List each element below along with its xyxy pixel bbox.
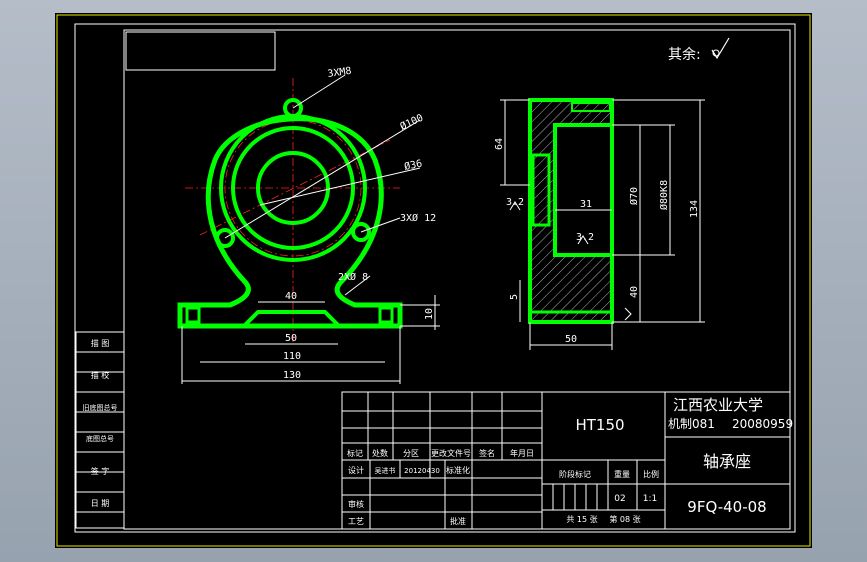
dim-holes-top: 3XM8 xyxy=(327,66,352,80)
part-name: 轴承座 xyxy=(703,452,751,471)
strip-label-miaojiao: 描 校 xyxy=(91,370,110,380)
hdr-process: 工艺 xyxy=(348,517,364,526)
left-strip xyxy=(75,331,125,529)
front-view xyxy=(177,74,440,384)
dim-side-64: 64 xyxy=(494,138,505,150)
hdr-date: 年月日 xyxy=(510,448,534,458)
dim-side-5: 5 xyxy=(509,294,520,300)
hdr-design: 设计 xyxy=(348,465,364,475)
dim-side-50: 50 xyxy=(565,334,577,345)
dim-front-10: 10 xyxy=(424,308,435,320)
designer-name: 吴进书 xyxy=(375,466,396,475)
material-label: HT150 xyxy=(575,416,624,434)
hdr-approve: 批准 xyxy=(450,516,466,526)
roughness-3-2-b: 3.2 xyxy=(576,232,594,243)
dim-holes-side: 3XØ 12 xyxy=(400,212,436,224)
hdr-standardize: 标准化 xyxy=(446,465,470,475)
student-number: 20080959 xyxy=(732,417,793,431)
code-box xyxy=(125,31,276,71)
title-block xyxy=(341,391,791,530)
hdr-weight: 重量 xyxy=(614,469,630,479)
strip-label-miaotu: 描 图 xyxy=(91,338,110,348)
university-name: 江西农业大学 xyxy=(673,396,763,414)
sheet-number: 第 08 张 xyxy=(609,514,640,524)
dim-front-110: 110 xyxy=(283,351,301,362)
dim-front-40: 40 xyxy=(285,291,297,302)
weight-value: 02 xyxy=(614,494,625,504)
dim-front-130: 130 xyxy=(283,370,301,381)
dim-side-31: 31 xyxy=(580,199,592,210)
side-view xyxy=(500,98,705,350)
drawing-area xyxy=(55,13,812,548)
strip-label-date: 日 期 xyxy=(91,499,110,508)
dim-dia36: Ø36 xyxy=(403,157,423,172)
drawing-number: 9FQ-40-08 xyxy=(687,498,766,516)
hdr-scale: 比例 xyxy=(643,469,659,479)
hdr-review: 审核 xyxy=(348,499,364,509)
strip-label-base: 底图总号 xyxy=(86,434,114,443)
scale-value: 1:1 xyxy=(643,494,657,504)
sheets-total: 共 15 张 xyxy=(566,515,597,524)
hdr-change-doc: 更改文件号 xyxy=(431,448,471,458)
roughness-note: 其余: xyxy=(668,46,701,63)
sheet-outer-border xyxy=(56,14,811,547)
dim-side-70: Ø70 xyxy=(628,187,640,205)
roughness-symbol-icon xyxy=(711,37,730,60)
hdr-zone: 分区 xyxy=(403,449,419,458)
hdr-sign: 签名 xyxy=(479,448,495,458)
roughness-3-2-a: 3.2 xyxy=(506,197,524,208)
dim-front-50: 50 xyxy=(285,333,297,344)
hdr-count: 处数 xyxy=(372,448,388,458)
strip-label-sign: 签 字 xyxy=(91,466,110,476)
class-name: 机制081 xyxy=(668,417,715,431)
dim-base-holes: 2XØ 8 xyxy=(338,271,368,283)
dim-side-40: 40 xyxy=(629,286,640,298)
hdr-stage-mark: 阶段标记 xyxy=(559,469,591,479)
hdr-mark: 标记 xyxy=(347,448,363,458)
design-date: 20120430 xyxy=(404,467,440,475)
sheet-trim-border xyxy=(74,23,796,533)
strip-label-old-base: 旧底图总号 xyxy=(83,403,118,412)
dim-side-80k8: Ø80K8 xyxy=(658,180,670,210)
dim-side-134: 134 xyxy=(689,200,700,218)
